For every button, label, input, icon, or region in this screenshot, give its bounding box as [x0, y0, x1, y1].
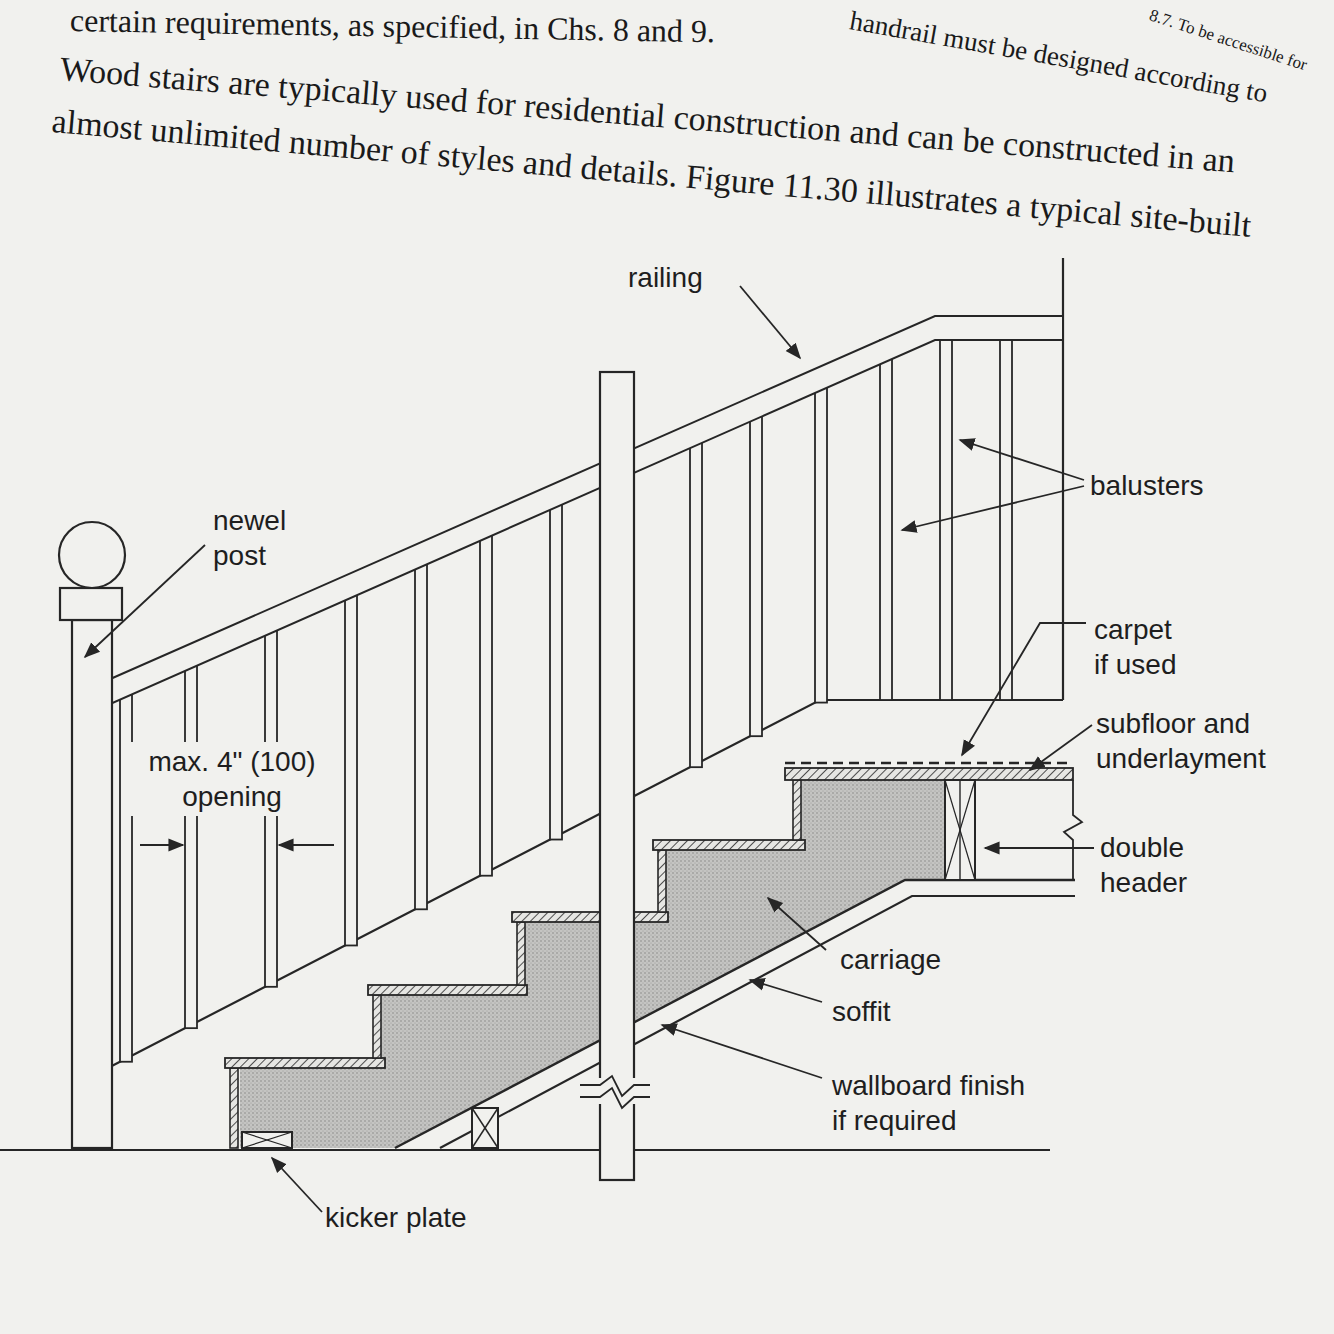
part-label: railing: [628, 260, 703, 295]
leader-line: [272, 1158, 322, 1212]
part-label: subfloor and underlayment: [1096, 706, 1261, 776]
leader-line: [85, 545, 205, 657]
double-header: [945, 780, 975, 880]
break-line: [1064, 780, 1082, 880]
kicker-plate: [242, 1132, 292, 1148]
blocking-x: [472, 1108, 498, 1148]
wallboard-line: [440, 896, 1075, 1148]
blocking: [472, 1108, 498, 1148]
double-header: [945, 780, 975, 880]
baluster: [815, 388, 827, 703]
baluster: [345, 595, 357, 945]
baluster: [880, 340, 892, 700]
leader-line: [962, 623, 1086, 755]
leader-line: [902, 486, 1084, 530]
riser: [373, 995, 381, 1058]
body-text: certain requirements, as specified, in C…: [70, 0, 716, 51]
leader-line: [740, 286, 800, 358]
baluster: [1000, 340, 1012, 700]
tread: [368, 985, 527, 995]
stringer-line: [75, 700, 1063, 1085]
part-label: double header: [1100, 830, 1195, 900]
riser: [658, 850, 666, 912]
body-text: handrail must be designed according to: [847, 4, 1270, 111]
tread: [225, 1058, 385, 1068]
newel-ball: [59, 522, 125, 588]
leader-line: [279, 844, 334, 846]
part-label: kicker plate: [325, 1200, 467, 1235]
part-label: newel post: [213, 503, 303, 573]
baluster: [480, 536, 492, 876]
newel-cap: [60, 588, 122, 620]
leader-line: [1030, 725, 1092, 770]
riser: [793, 780, 801, 840]
part-label: balusters: [1090, 468, 1204, 503]
baluster: [415, 564, 427, 909]
kicker-plate: [242, 1132, 292, 1148]
baluster: [550, 505, 562, 840]
leader-line: [768, 898, 826, 950]
carpet-line: [785, 762, 1073, 764]
part-label: wallboard finish if required: [832, 1068, 1042, 1138]
soffit-line: [395, 880, 1075, 1148]
break-line: [580, 1088, 650, 1108]
blocking-x: [472, 1108, 498, 1148]
tread: [653, 840, 805, 850]
subfloor: [785, 768, 1073, 780]
part-label: soffit: [832, 994, 891, 1029]
baluster: [185, 666, 197, 1028]
baluster: [690, 443, 702, 767]
kicker-plate: [242, 1132, 292, 1148]
dimension-label: max. 4" (100) opening: [126, 742, 338, 816]
part-label: carriage: [840, 942, 941, 977]
double-header: [945, 780, 975, 880]
riser: [230, 1068, 238, 1148]
part-label: carpet if used: [1094, 612, 1184, 682]
leader-line: [662, 1025, 822, 1078]
baluster: [750, 416, 762, 736]
newel-post: [72, 620, 112, 1148]
tread: [512, 912, 668, 922]
riser: [517, 922, 525, 985]
leader-line: [985, 847, 1094, 849]
floor-line: [0, 1149, 1050, 1151]
post: [600, 372, 634, 1180]
railing: [108, 316, 1063, 705]
leader-line: [140, 844, 183, 846]
leader-line: [960, 440, 1084, 480]
leader-line: [750, 980, 822, 1002]
